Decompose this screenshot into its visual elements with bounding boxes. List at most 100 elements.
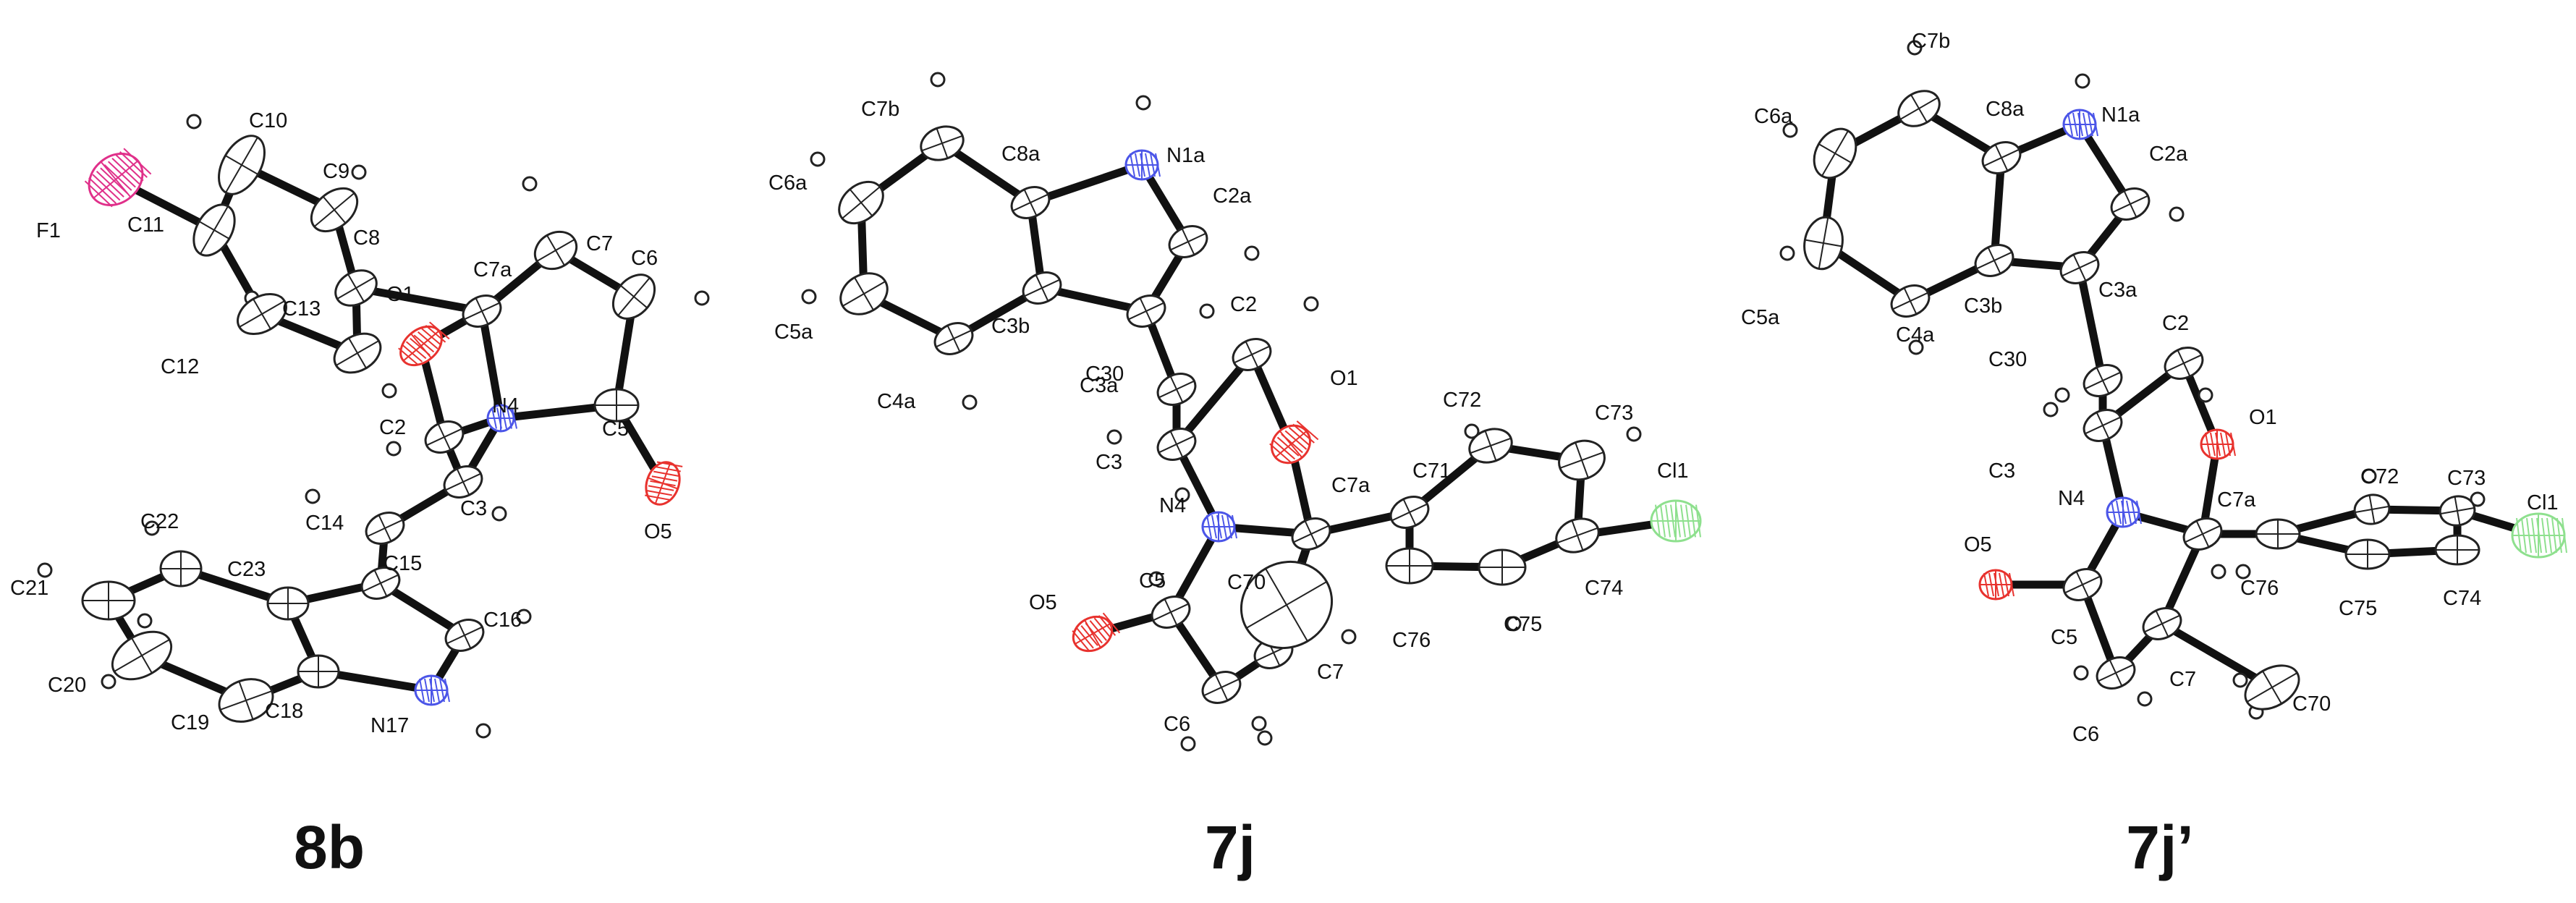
hydrogen-atom <box>801 289 817 305</box>
atom-label-C15: C15 <box>384 552 422 575</box>
atom-label-C4a: C4a <box>1896 323 1935 347</box>
atom-O5 <box>1978 569 2014 601</box>
atom-C2 <box>424 420 465 454</box>
hydrogen-atom <box>962 394 978 410</box>
atom-label-C18: C18 <box>265 700 303 723</box>
atom-O5 <box>1072 612 1121 653</box>
atom-label-C76: C76 <box>2240 577 2279 600</box>
atom-C3b <box>1974 244 2014 277</box>
atom-label-C2a: C2a <box>2149 143 2188 166</box>
hydrogen-atom <box>2198 387 2213 403</box>
atom-label-C30: C30 <box>1988 348 2027 371</box>
atom-C70 <box>2244 664 2300 711</box>
hydrogen-atom <box>186 114 202 130</box>
hydrogen-atom <box>1779 245 1795 261</box>
atom-O1 <box>398 321 450 367</box>
atom-label-C5a: C5a <box>1741 306 1780 329</box>
hydrogen-atom <box>1303 296 1319 312</box>
atom-C7 <box>533 230 578 271</box>
hydrogen-atom <box>2169 206 2185 222</box>
atom-label-C4a: C4a <box>877 390 916 413</box>
atom-C73 <box>1558 439 1606 481</box>
atom-C72 <box>2353 493 2391 525</box>
hydrogen-atom <box>305 488 321 504</box>
atom-label-C74: C74 <box>2443 587 2481 610</box>
atom-C73 <box>2439 495 2476 527</box>
atom-label-C11: C11 <box>127 213 164 237</box>
atom-label-Cl1: Cl1 <box>1657 459 1689 483</box>
atom-label-C10: C10 <box>249 109 287 132</box>
atom-label-C3a: C3a <box>1080 374 1119 397</box>
hydrogen-atom <box>144 520 160 536</box>
atom-label-C7: C7 <box>2169 668 2196 691</box>
atom-label-O1: O1 <box>2249 406 2277 429</box>
atom-label-C8a: C8a <box>1001 143 1041 166</box>
hydrogen-atom <box>1199 303 1215 319</box>
hydrogen-atom <box>37 562 53 578</box>
hydrogen-atom <box>1180 736 1196 752</box>
atom-N17 <box>414 674 450 706</box>
atom-C5a <box>839 272 889 315</box>
atom-C30 <box>2083 364 2123 397</box>
hydrogen-atom <box>1908 339 1924 355</box>
atom-label-C9: C9 <box>323 160 349 183</box>
atom-C76 <box>2255 518 2301 550</box>
atom-label-C75: C75 <box>1504 613 1542 636</box>
atom-label-C8: C8 <box>353 226 380 250</box>
hydrogen-atom <box>694 290 710 306</box>
atom-Cl1 <box>2511 512 2567 559</box>
atom-C74 <box>1555 517 1600 554</box>
atom-C72 <box>1468 428 1513 464</box>
atom-label-C3b: C3b <box>1964 294 2002 318</box>
atom-label-Cl1: Cl1 <box>2527 491 2559 514</box>
atom-label-N1a: N1a <box>1166 144 1206 167</box>
atom-label-N4: N4 <box>1159 494 1186 517</box>
atom-label-C6: C6 <box>631 247 658 270</box>
atom-C22 <box>159 550 203 588</box>
atom-label-C21: C21 <box>10 577 48 600</box>
atom-C71 <box>1389 496 1430 529</box>
bond-C3b-C8a <box>1990 153 2006 265</box>
atom-label-N1a: N1a <box>2101 103 2140 127</box>
hydrogen-atom <box>1106 429 1122 445</box>
bond-C3a-C30 <box>2075 263 2107 385</box>
atom-C2a <box>1168 225 1208 258</box>
atom-label-C74: C74 <box>1585 577 1623 600</box>
atom-C21 <box>81 580 136 621</box>
atom-O5 <box>645 461 683 506</box>
atom-N4 <box>2106 496 2142 528</box>
atom-label-C6: C6 <box>1164 713 1190 736</box>
hydrogen-atom <box>2075 73 2090 89</box>
hydrogen-atom <box>930 72 946 88</box>
atom-label-C76: C76 <box>1392 629 1431 652</box>
atom-label-C19: C19 <box>171 711 209 734</box>
atom-label-C7: C7 <box>586 232 613 255</box>
atom-label-C3: C3 <box>460 497 487 520</box>
atom-label-C6: C6 <box>2072 723 2099 746</box>
hydrogen-atom <box>1907 40 1923 56</box>
atom-C7b <box>1897 90 1941 127</box>
atom-N4 <box>1201 511 1237 543</box>
panel-label-7j: 7j <box>1205 813 1255 881</box>
hydrogen-atom <box>137 613 153 629</box>
atom-C10 <box>218 135 266 195</box>
atom-label-C7b: C7b <box>861 98 899 121</box>
atom-label-C2: C2 <box>2162 312 2189 335</box>
atom-C5 <box>1151 595 1191 629</box>
hydrogen-atom <box>516 609 532 624</box>
atom-C4a <box>1890 284 1931 318</box>
atom-C23 <box>266 586 310 621</box>
atom-C5 <box>593 388 640 423</box>
atom-label-C70: C70 <box>2292 692 2331 716</box>
atom-O1 <box>1269 420 1319 465</box>
hydrogen-atom <box>1257 730 1273 746</box>
bond-N4-C7a <box>478 307 505 423</box>
atom-C70 <box>1240 560 1334 650</box>
atom-label-C14: C14 <box>305 512 344 535</box>
atom-C6a <box>1813 127 1857 179</box>
atom-label-C3: C3 <box>1096 451 1122 474</box>
atom-label-C7a: C7a <box>473 258 512 281</box>
hydrogen-atom <box>522 176 538 192</box>
hydrogen-atom <box>1626 426 1642 442</box>
